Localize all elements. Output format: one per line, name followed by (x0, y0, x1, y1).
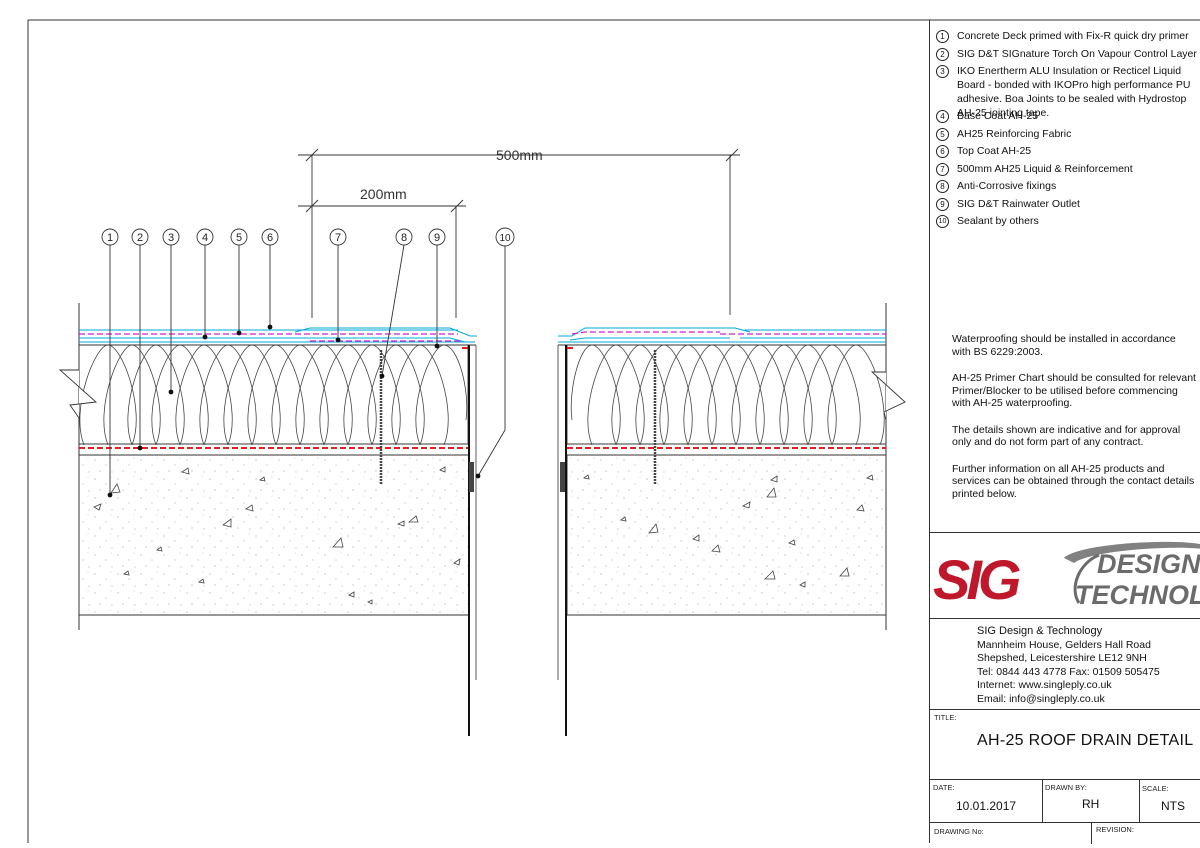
dimension-200: 200mm (360, 186, 407, 202)
key-item: 3 IKO Enertherm ALU Insulation or Rectice… (936, 64, 1200, 119)
note: Further information on all AH-25 product… (952, 462, 1195, 500)
address-line: Mannheim House, Gelders Hall Road (977, 638, 1151, 651)
company-name: SIG Design & Technology (977, 625, 1103, 637)
scale-value: NTS (1161, 799, 1185, 813)
key-item: 6 Top Coat AH-25 (936, 144, 1200, 162)
date-cell: DATE: 10.01.2017 (929, 780, 1043, 822)
notes: Waterproofing should be installed in acc… (952, 333, 1197, 514)
callout-leaders (109, 244, 506, 495)
key-text: Sealant by others (957, 215, 1039, 227)
key-number: 5 (936, 127, 949, 141)
key-number: 1 (936, 30, 949, 43)
callout-5: 5 (236, 232, 242, 244)
key-number: 10 (936, 215, 949, 228)
insulation-loops-left (79, 344, 468, 446)
dimension-500: 500mm (496, 147, 543, 163)
scale-cell: SCALE: NTS (1139, 780, 1199, 822)
key-number: 3 (936, 65, 949, 78)
key-text: IKO Enertherm ALU Insulation or Recticel… (957, 65, 1191, 119)
key-item: 8 Anti-Corrosive fixings (936, 179, 1200, 197)
key-text: SIG D&T SIGnature Torch On Vapour Contro… (957, 47, 1197, 60)
date-label: DATE: (933, 783, 955, 792)
legend-key: 1 Concrete Deck primed with Fix-R quick d… (936, 29, 1200, 232)
meta-block: DATE: 10.01.2017 DRAWN BY: RH SCALE: NTS… (929, 779, 1200, 844)
logo-sig-text: SIG (933, 548, 1020, 611)
key-item: 9 SIG D&T Rainwater Outlet (936, 197, 1200, 215)
logo-design-text: DESIGN (1097, 549, 1200, 579)
company-logo: SIG DESIGN TECHNOLOG (929, 532, 1200, 619)
key-number: 9 (936, 197, 949, 211)
concrete-deck-left (79, 455, 469, 615)
key-text: Base Coat AH-25 (957, 110, 1039, 122)
callout-1: 1 (107, 232, 113, 244)
drawing-no-cell: DRAWING No: (929, 822, 1092, 844)
key-item: 5 AH25 Reinforcing Fabric (936, 127, 1200, 145)
logo-graphic: SIG DESIGN TECHNOLOG (933, 541, 1200, 611)
note: The details shown are indicative and for… (952, 423, 1181, 449)
title-block: TITLE: AH-25 ROOF DRAIN DETAIL (929, 709, 1200, 780)
key-number: 8 (936, 180, 949, 193)
logo-technology-text: TECHNOLOG (1075, 580, 1200, 610)
sealant-left (469, 462, 474, 492)
drawn-by-label: DRAWN BY: (1045, 783, 1087, 792)
title-panel (929, 20, 1200, 843)
sealant-right (560, 462, 565, 492)
key-text: SIG D&T Rainwater Outlet (957, 197, 1080, 210)
key-number: 7 (936, 162, 949, 176)
key-item: 4 Base Coat AH-25 (936, 109, 1200, 127)
left-deck-section (58, 303, 477, 736)
callout-3: 3 (168, 232, 174, 244)
key-text: Anti-Corrosive fixings (957, 180, 1057, 192)
aggregate-marks-left (93, 466, 461, 605)
callout-10: 10 (499, 233, 511, 244)
callout-bubbles (101, 227, 515, 247)
break-line-left (58, 369, 98, 419)
drawing-no-label: DRAWING No: (934, 827, 984, 836)
address-line: Shepshed, Leicestershire LE12 9NH (977, 652, 1147, 664)
key-text: Top Coat AH-25 (957, 145, 1032, 157)
callout-9: 9 (434, 232, 440, 244)
drawing-title: AH-25 ROOF DRAIN DETAIL (977, 732, 1194, 749)
callout-4: 4 (202, 232, 208, 244)
callout-dots (107, 324, 481, 498)
callout-2: 2 (137, 232, 143, 244)
drawn-by-cell: DRAWN BY: RH (1042, 780, 1140, 822)
key-item: 10 Sealant by others (936, 214, 1200, 232)
date-value: 10.01.2017 (956, 799, 1017, 813)
key-item: 7 500mm AH25 Liquid & Reinforcement (936, 162, 1200, 180)
phone-fax: Tel: 0844 443 4778 Fax: 01509 505475 (977, 665, 1160, 678)
meta-divider (929, 822, 1200, 823)
dimension-lines (298, 148, 740, 318)
drawn-by-value: RH (1082, 797, 1100, 811)
callout-8: 8 (401, 232, 407, 244)
title-label: TITLE: (934, 713, 957, 722)
revision-cell: REVISION: (1091, 822, 1200, 844)
concrete-deck-right (567, 455, 886, 615)
website: Internet: www.singleply.co.uk (977, 679, 1112, 691)
key-item: 2 SIG D&T SIGnature Torch On Vapour Contr… (936, 47, 1200, 65)
key-text: AH25 Reinforcing Fabric (957, 127, 1072, 140)
key-number: 6 (936, 145, 949, 158)
note: AH-25 Primer Chart should be consulted f… (952, 372, 1196, 409)
company-address: SIG Design & Technology Mannheim House, … (977, 625, 1160, 706)
key-number: 4 (936, 110, 949, 123)
break-line-right (870, 371, 906, 421)
key-item: 1 Concrete Deck primed with Fix-R quick d… (936, 29, 1200, 47)
revision-label: REVISION: (1096, 825, 1134, 834)
insulation-loops-right (570, 344, 885, 446)
email: Email: info@singleply.co.uk (977, 692, 1105, 705)
note: Waterproofing should be installed in acc… (952, 333, 1176, 358)
right-deck-section (557, 303, 906, 736)
callout-6: 6 (267, 232, 273, 244)
scale-label: SCALE: (1142, 784, 1169, 793)
key-number: 2 (936, 47, 949, 61)
callout-7: 7 (335, 232, 341, 244)
key-text: Concrete Deck primed with Fix-R quick dr… (957, 30, 1189, 42)
key-text: 500mm AH25 Liquid & Reinforcement (957, 162, 1133, 175)
aggregate-marks-right (583, 474, 874, 588)
